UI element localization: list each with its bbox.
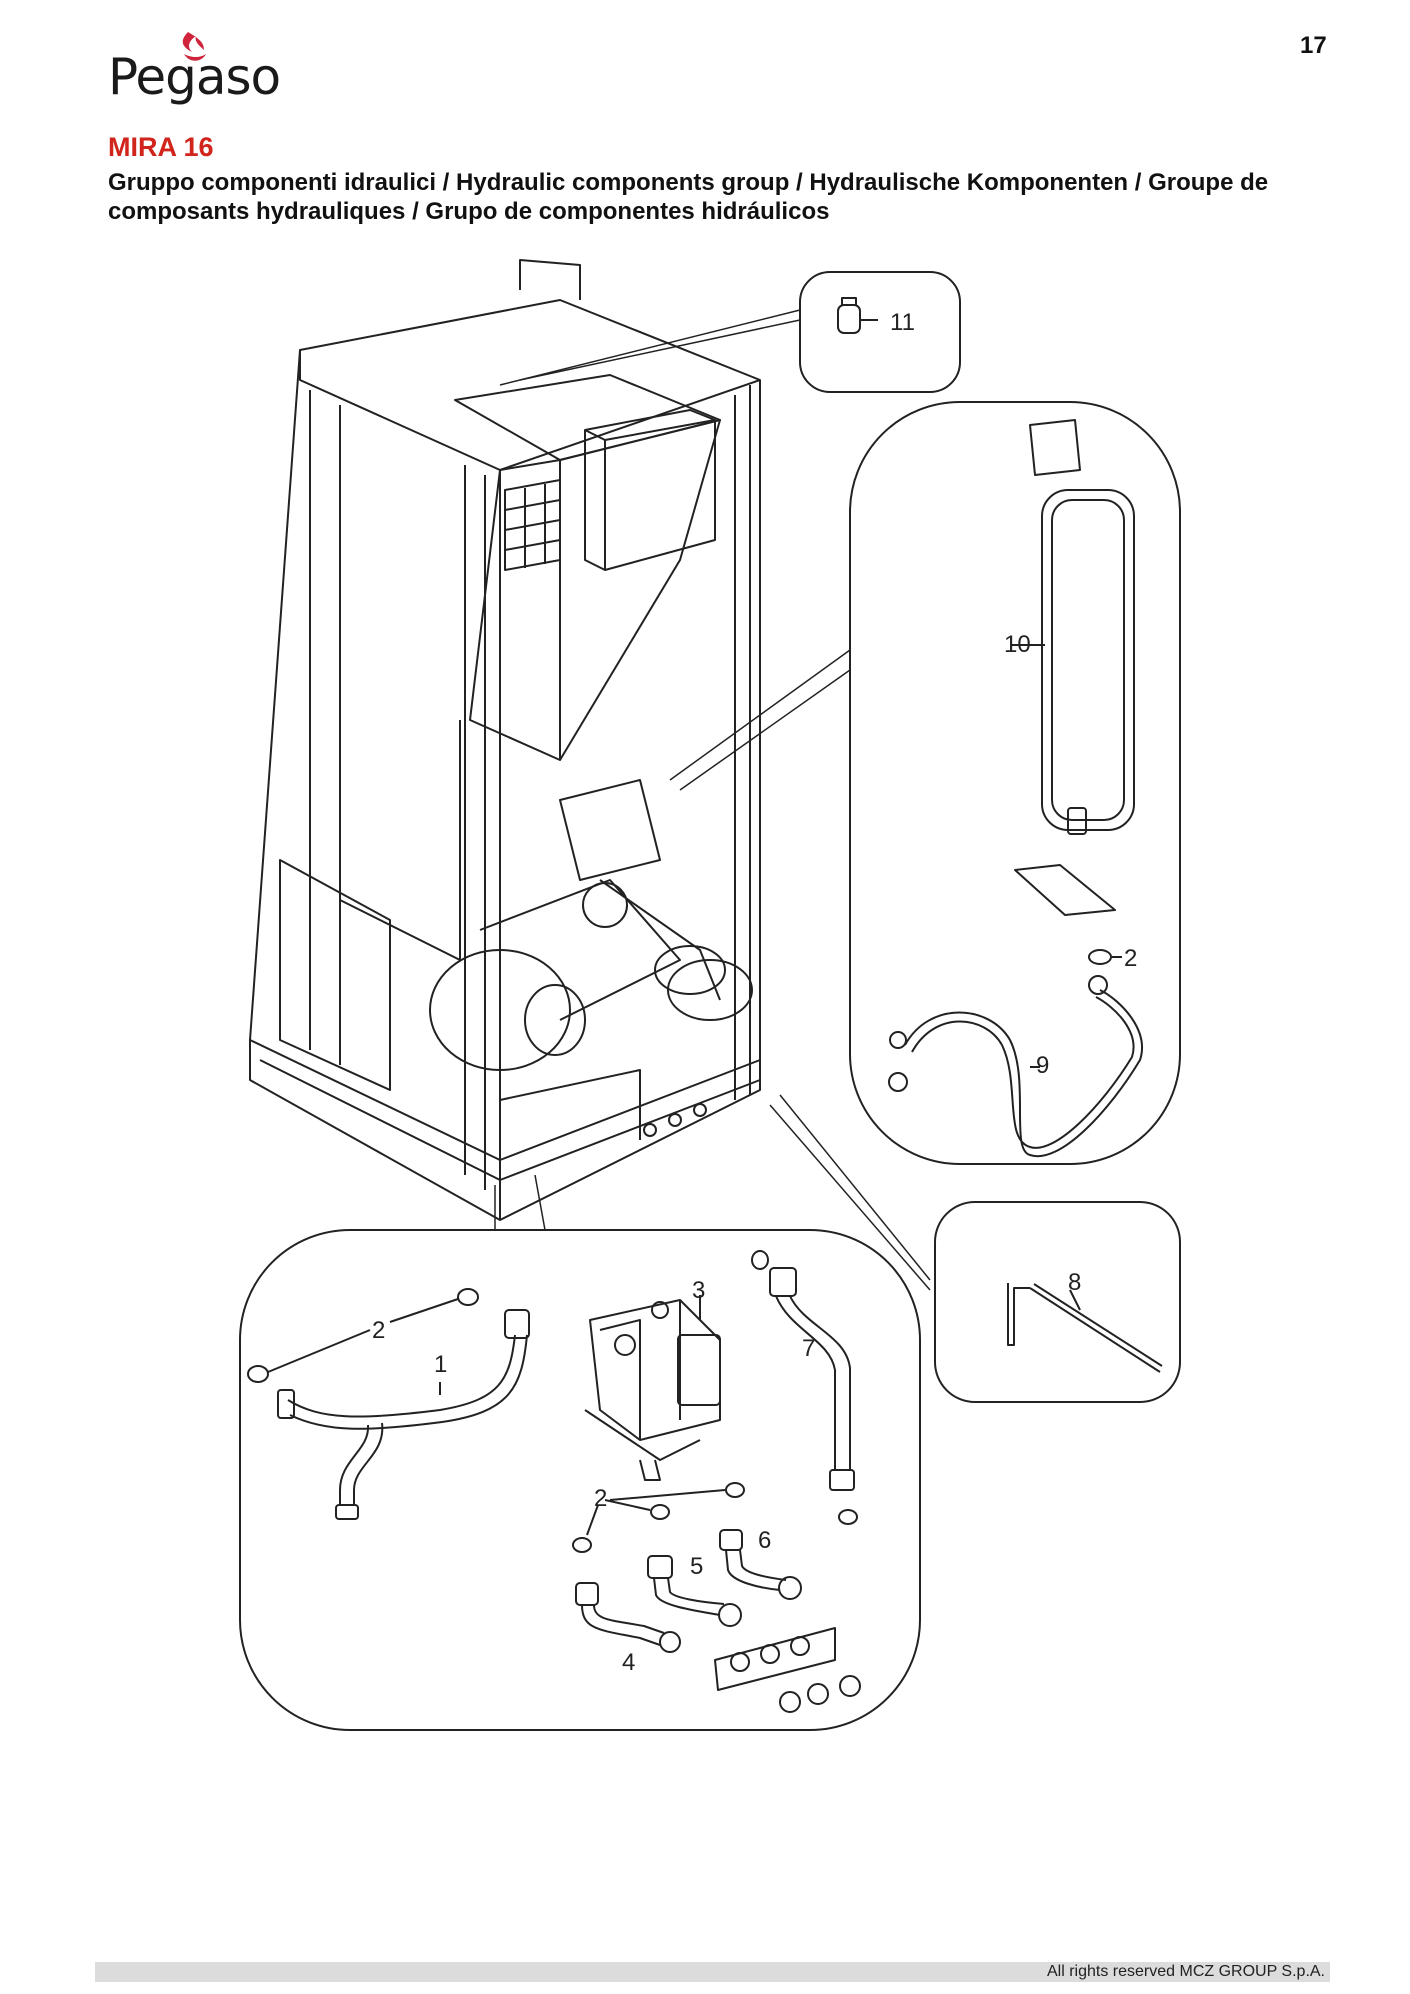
inset-panel-probe [934, 1201, 1181, 1403]
gasket [650, 1504, 670, 1520]
expansion-vessel [1012, 419, 1135, 916]
callout-3: 3 [692, 1277, 705, 1304]
footer-copyright: All rights reserved MCZ GROUP S.p.A. [1047, 1963, 1325, 1980]
fitting-4 [575, 1582, 681, 1653]
callout-2: 2 [1124, 945, 1137, 972]
callout-9: 9 [1036, 1052, 1049, 1079]
logo-text: Pegaso [108, 48, 281, 106]
section-title: Gruppo componenti idraulici / Hydraulic … [108, 169, 1269, 225]
callout-1: 1 [434, 1351, 447, 1378]
callout-2: 2 [594, 1485, 607, 1512]
page-number: 17 [1300, 32, 1327, 59]
pipe-1 [277, 1309, 530, 1520]
callout-4: 4 [622, 1649, 635, 1676]
hydraulic-group-assembly [584, 1295, 721, 1481]
gasket [1088, 949, 1112, 965]
probe-rod [1007, 1283, 1163, 1373]
callout-8: 8 [1068, 1269, 1081, 1296]
callout-7: 7 [802, 1335, 815, 1362]
fitting-5 [647, 1555, 742, 1627]
gasket [751, 1250, 769, 1270]
air-vent-valve [837, 297, 878, 334]
gasket [725, 1482, 745, 1498]
gasket [838, 1509, 858, 1525]
model-title: MIRA 16 [108, 132, 214, 162]
callout-6: 6 [758, 1527, 771, 1554]
stove-frame-drawing [249, 259, 761, 1221]
callout-10: 10 [1004, 631, 1031, 658]
gasket [572, 1537, 592, 1553]
pipe-7 [769, 1267, 855, 1491]
outlet-plate [714, 1627, 861, 1713]
exploded-parts-diagram: 11 10 2 9 8 2 1 3 7 2 6 5 4 [239, 259, 1181, 1731]
callout-5: 5 [690, 1553, 703, 1580]
pegaso-logo [182, 32, 206, 61]
callout-11: 11 [890, 309, 915, 336]
fitting-6 [719, 1529, 802, 1600]
inset-panel-air-vent [799, 271, 961, 393]
leader-lines [494, 309, 931, 1291]
gasket [247, 1365, 269, 1383]
inset-panel-hydraulic-group [239, 1229, 921, 1731]
flame-icon [182, 32, 206, 61]
flexible-hose [888, 975, 1143, 1158]
callout-2: 2 [372, 1317, 385, 1344]
inset-panel-expansion-vessel [849, 401, 1181, 1165]
gasket [457, 1288, 479, 1306]
footer-bar [95, 1962, 1330, 1982]
